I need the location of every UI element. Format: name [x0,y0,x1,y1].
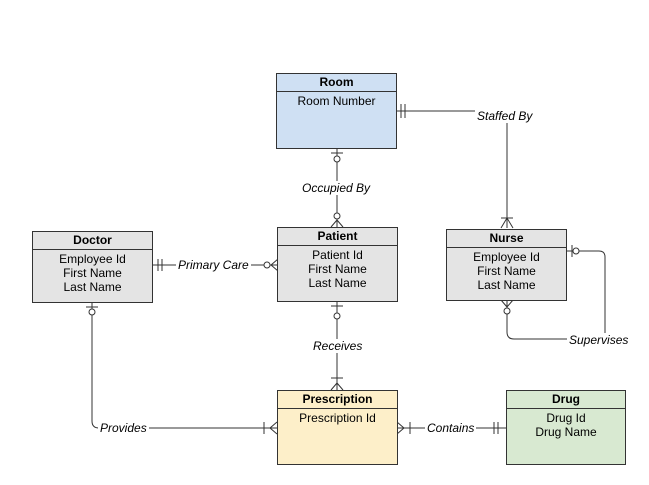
attribute: Last Name [308,276,367,290]
label-staffed-by: Staffed By [475,109,535,123]
entity-prescription[interactable]: Prescription Prescription Id [277,390,398,465]
entity-patient-title: Patient [278,228,397,246]
entity-room-attributes: Room Number [277,92,396,108]
entity-nurse[interactable]: Nurse Employee Id First Name Last Name [446,229,567,301]
entity-patient-attributes: Patient Id First Name Last Name [278,246,397,290]
attribute: Drug Name [535,425,597,439]
label-primary-care: Primary Care [176,258,251,272]
label-supervises: Supervises [567,333,631,347]
entity-doctor-title: Doctor [33,232,152,250]
rel-line-provides [86,302,278,435]
label-receives: Receives [311,339,365,353]
entity-nurse-attributes: Employee Id First Name Last Name [447,248,566,292]
attribute: First Name [63,266,122,280]
entity-nurse-title: Nurse [447,230,566,248]
entity-doctor-attributes: Employee Id First Name Last Name [33,250,152,294]
entity-drug-attributes: Drug Id Drug Name [507,409,625,439]
attribute: Last Name [477,278,536,292]
entity-prescription-attributes: Prescription Id [278,409,397,425]
attribute: Employee Id [473,250,540,264]
attribute: Employee Id [59,252,126,266]
attribute: Room Number [297,94,376,108]
entity-patient[interactable]: Patient Patient Id First Name Last Name [277,227,398,302]
label-contains: Contains [425,421,477,435]
attribute: Last Name [63,280,122,294]
label-occupied-by: Occupied By [300,181,373,195]
attribute: Prescription Id [299,411,376,425]
attribute: Drug Id [546,411,586,425]
label-provides: Provides [98,421,149,435]
attribute: First Name [477,264,536,278]
entity-doctor[interactable]: Doctor Employee Id First Name Last Name [32,231,153,303]
attribute: Patient Id [312,248,363,262]
entity-room-title: Room [277,74,396,92]
attribute: First Name [308,262,367,276]
entity-prescription-title: Prescription [278,391,397,409]
entity-room[interactable]: Room Room Number [276,73,397,149]
entity-drug-title: Drug [507,391,625,409]
entity-drug[interactable]: Drug Drug Id Drug Name [506,390,626,465]
